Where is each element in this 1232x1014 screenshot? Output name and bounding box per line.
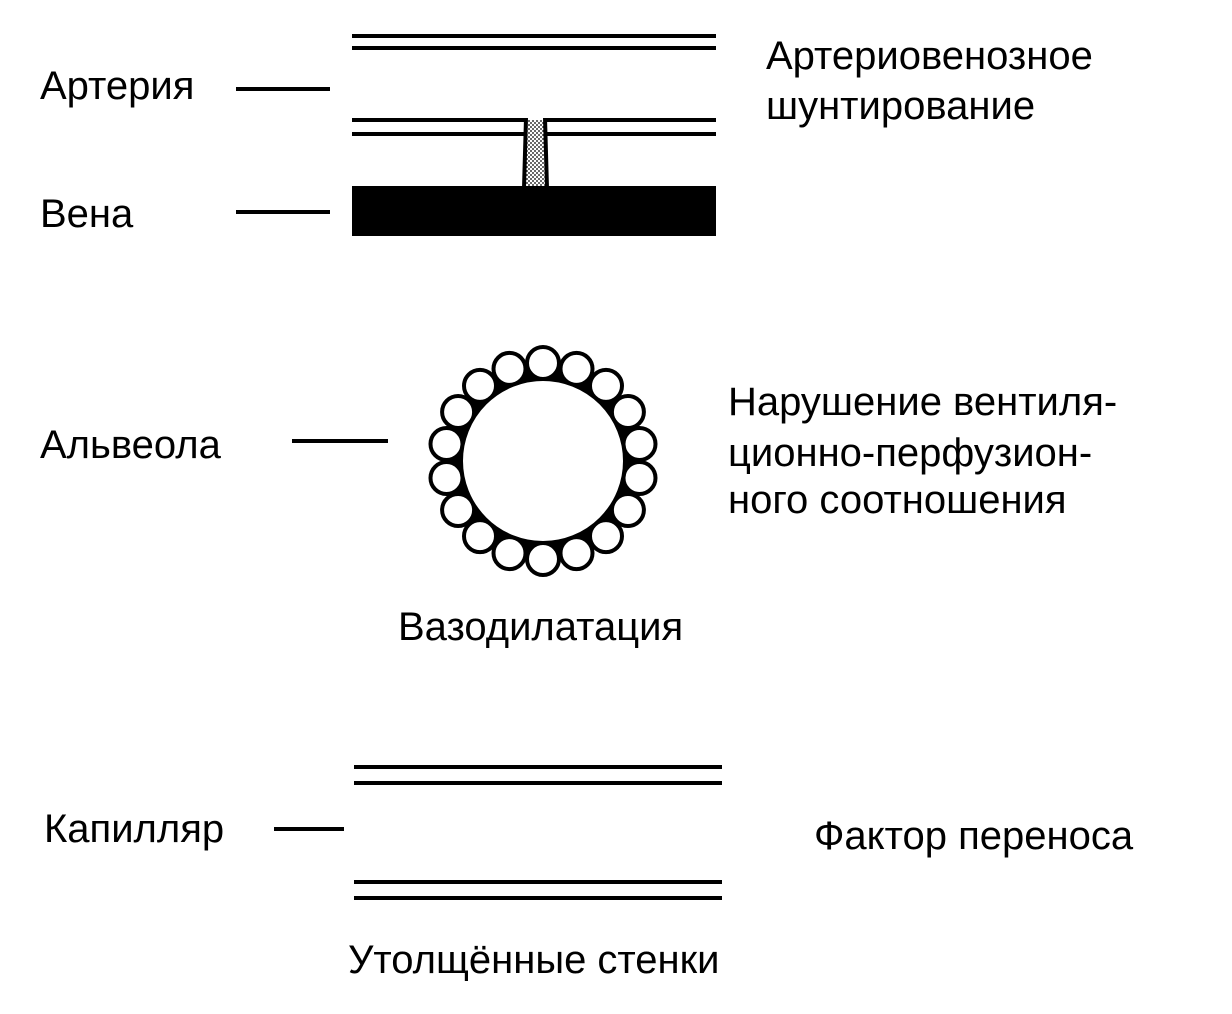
capillary-cross-section: [462, 367, 498, 404]
alveolus-caption-line2: ционно-перфузион-: [728, 431, 1092, 475]
capillary-cross-section: [428, 460, 465, 496]
alveolus-lumen: [459, 377, 627, 545]
alveolus-caption-below: Вазодилатация: [398, 605, 683, 649]
alveolus-label: Альвеола: [40, 423, 222, 467]
capillary-cross-section: [621, 426, 658, 462]
capillary-cross-section: [609, 394, 646, 430]
alveolus-caption-line1: Нарушение вентиля-: [728, 380, 1117, 424]
shunt-wall-left: [522, 117, 528, 189]
shunt-caption-line2: шунтирование: [766, 84, 1035, 128]
capillary-section: Капилляр Утолщённые стенки Фактор перено…: [44, 765, 1134, 982]
capillary-cross-section: [462, 518, 498, 555]
shunt-channel: [524, 120, 547, 188]
shunt-wall-right: [543, 117, 549, 189]
capillary-cross-section: [525, 345, 561, 381]
capillary-caption-right: Фактор переноса: [814, 814, 1134, 858]
capillary-cross-section: [440, 492, 477, 528]
vein-body: [352, 186, 716, 236]
alveolus-caption-line3: ного соотношения: [728, 478, 1067, 522]
capillary-cross-section: [428, 426, 465, 462]
capillary-label: Капилляр: [44, 807, 224, 851]
capillary-cross-section: [525, 541, 561, 577]
capillary-cross-section: [621, 460, 658, 496]
shunt-caption-line1: Артериовенозное: [766, 34, 1093, 78]
capillary-cross-section: [440, 394, 477, 430]
capillary-caption-below: Утолщённые стенки: [348, 938, 719, 982]
alveolus-section: Альвеола Вазодилатация Нарушение вентиля…: [40, 345, 1117, 649]
artery-label: Артерия: [40, 64, 194, 108]
shunt-section: Артерия Вена Артериовенозное шунтировани…: [40, 34, 1093, 236]
capillary-cross-section: [588, 518, 624, 555]
capillary-cross-section: [588, 367, 624, 404]
capillary-cross-section: [609, 492, 646, 528]
vein-label: Вена: [40, 192, 134, 236]
